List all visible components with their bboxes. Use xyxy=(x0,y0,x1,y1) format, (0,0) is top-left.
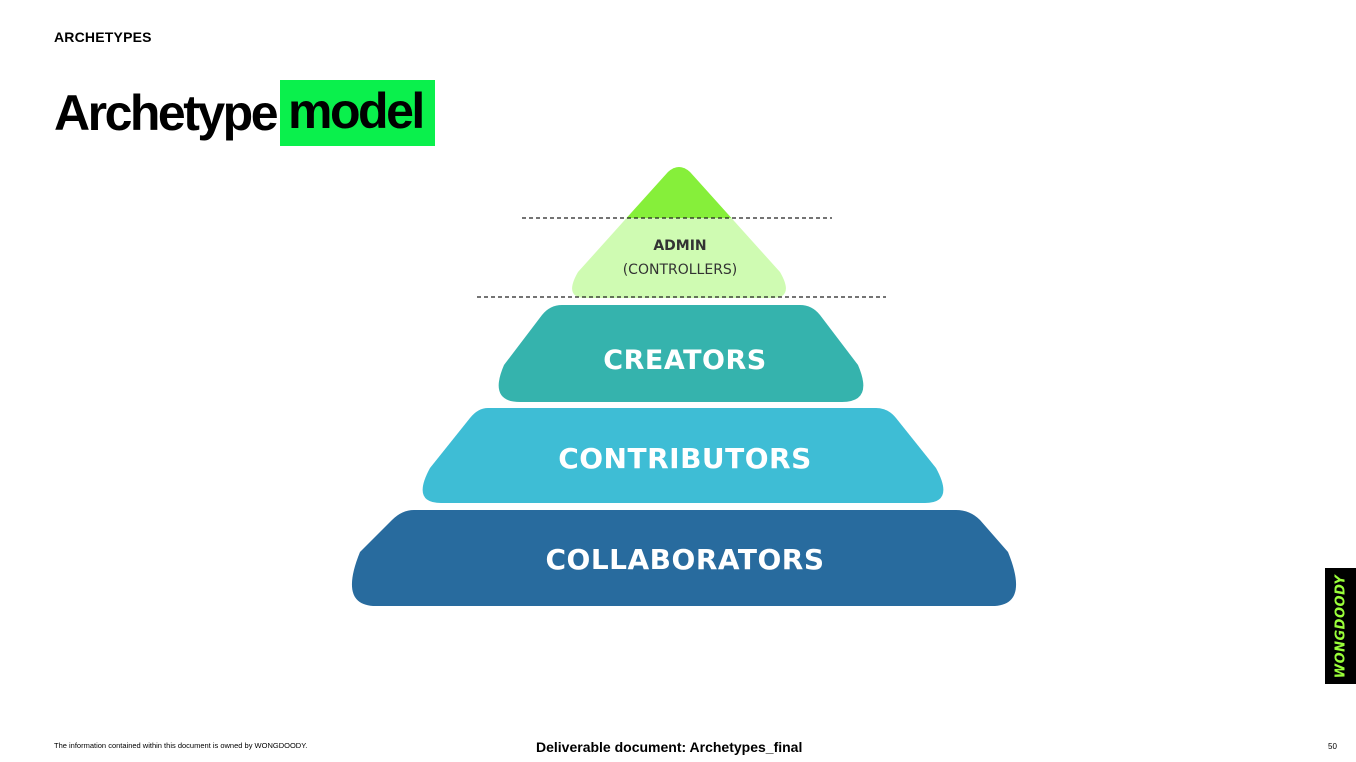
title-text: Archetype xyxy=(54,85,279,141)
footer-ownership-note: The information contained within this do… xyxy=(54,741,308,750)
tier-label-creators: CREATORS xyxy=(603,345,766,376)
pyramid-apex-admin xyxy=(572,167,786,298)
page-number: 50 xyxy=(1328,742,1337,751)
title-highlight: model xyxy=(280,80,435,146)
section-label: ARCHETYPES xyxy=(54,29,152,45)
admin-sublabel: (CONTROLLERS) xyxy=(623,262,738,278)
tier-label-contributors: CONTRIBUTORS xyxy=(558,442,812,475)
logo-text: WONGDOODY xyxy=(1333,574,1348,678)
footer-document-name: Deliverable document: Archetypes_final xyxy=(536,739,803,755)
pyramid-tier-creators xyxy=(498,305,864,402)
tier-label-collaborators: COLLABORATORS xyxy=(545,543,824,576)
pyramid-tier-collaborators xyxy=(351,510,1017,606)
pyramid-tier-contributors xyxy=(422,408,944,503)
wongdoody-logo: WONGDOODY xyxy=(1325,568,1356,684)
admin-label: ADMIN xyxy=(653,238,706,254)
apex-top xyxy=(572,167,786,218)
page-title: Archetype model xyxy=(54,80,435,146)
